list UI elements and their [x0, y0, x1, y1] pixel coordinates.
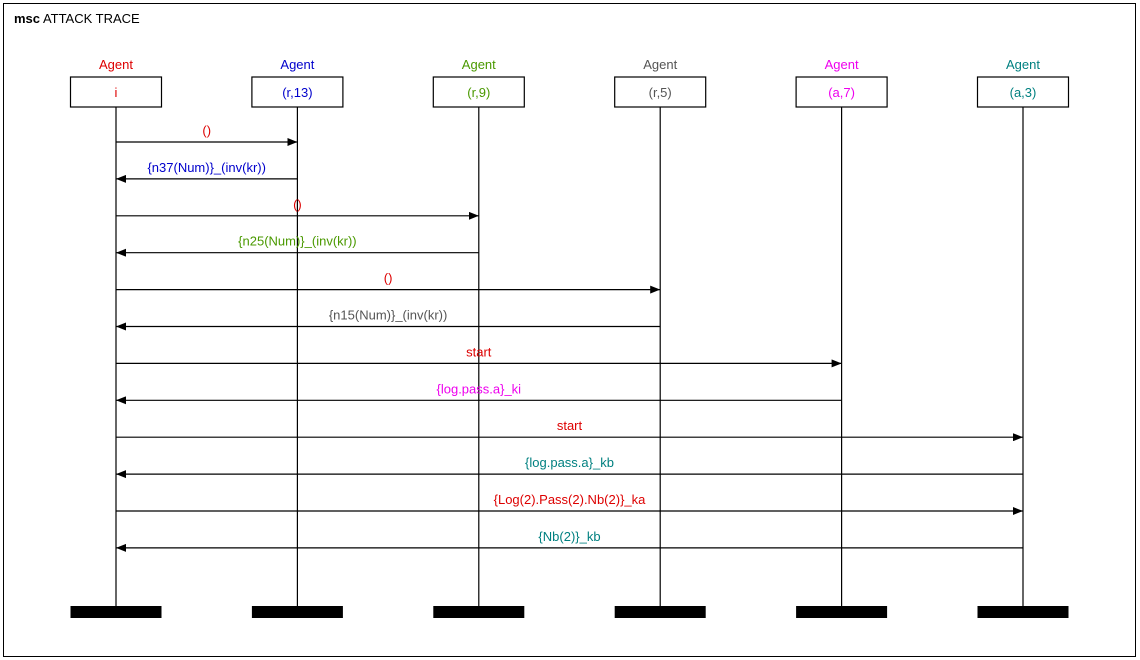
- message-2: {n37(Num)}_(inv(kr)): [116, 160, 298, 183]
- message-label: {n37(Num)}_(inv(kr)): [147, 160, 265, 175]
- message-8: {log.pass.a}_ki: [116, 381, 842, 405]
- lifeline-name: (r,9): [467, 85, 490, 100]
- lifeline-5: Agent (a,3): [976, 57, 1070, 618]
- lifeline-head-box: [432, 76, 525, 108]
- lifeline-end-bar: [796, 606, 888, 618]
- lifeline-2: Agent (r,9): [432, 57, 525, 618]
- lifeline-name: (r,13): [282, 85, 312, 100]
- message-label: (): [293, 197, 302, 212]
- message-label: {n15(Num)}_(inv(kr)): [329, 308, 447, 323]
- lifeline-type-label: Agent: [643, 57, 677, 72]
- lifeline-type-label: Agent: [99, 57, 133, 72]
- lifelines-layer: AgentiAgent(r,13)Agent(r,9)Agent(r,5)Age…: [69, 57, 1070, 618]
- messages-layer: () {n37(Num)}_(inv(kr)) () {n25(Num)}_(inv(…: [116, 123, 1023, 552]
- lifeline-type-label: Agent: [1006, 57, 1040, 72]
- title-name: ATTACK TRACE: [42, 11, 140, 26]
- lifeline-head-box: [614, 76, 707, 108]
- message-1: (): [116, 123, 298, 146]
- lifeline-end-bar: [433, 606, 525, 618]
- lifeline-0: Agent i: [69, 57, 163, 618]
- message-10: {log.pass.a}_kb: [116, 455, 1023, 479]
- message-label: {log.pass.a}_kb: [525, 455, 614, 470]
- message-label: (): [384, 271, 393, 286]
- message-label: start: [557, 418, 583, 433]
- lifeline-name: (a,7): [828, 85, 855, 100]
- message-label: (): [202, 123, 211, 138]
- lifeline-type-label: Agent: [462, 57, 496, 72]
- message-3: (): [116, 197, 479, 220]
- message-6: {n15(Num)}_(inv(kr)): [116, 308, 661, 331]
- diagram-frame: [3, 3, 1136, 657]
- message-label: {Nb(2)}_kb: [538, 529, 600, 544]
- lifeline-end-bar: [70, 606, 162, 618]
- message-5: (): [116, 271, 661, 294]
- lifeline-end-bar: [977, 606, 1069, 618]
- lifeline-type-label: Agent: [825, 57, 859, 72]
- lifeline-name: i: [115, 85, 118, 100]
- title-keyword: msc: [14, 11, 41, 26]
- diagram-title: msc ATTACK TRACE: [14, 11, 140, 26]
- lifeline-head-box: [251, 76, 344, 108]
- message-label: start: [466, 344, 492, 359]
- lifeline-head-box: [976, 76, 1070, 108]
- lifeline-name: (r,5): [649, 85, 672, 100]
- message-label: {n25(Num)}_(inv(kr)): [238, 234, 356, 249]
- lifeline-head-box: [69, 76, 163, 108]
- lifeline-end-bar: [614, 606, 706, 618]
- lifeline-end-bar: [251, 606, 343, 618]
- lifeline-4: Agent (a,7): [795, 57, 888, 618]
- message-11: {Log(2).Pass(2).Nb(2)}_ka: [116, 492, 1023, 515]
- message-label: {log.pass.a}_ki: [437, 381, 522, 396]
- lifeline-1: Agent (r,13): [251, 57, 344, 618]
- message-label: {Log(2).Pass(2).Nb(2)}_ka: [494, 492, 647, 507]
- message-7: start: [116, 344, 842, 368]
- lifeline-type-label: Agent: [280, 57, 314, 72]
- message-4: {n25(Num)}_(inv(kr)): [116, 234, 479, 257]
- lifeline-name: (a,3): [1010, 85, 1037, 100]
- message-9: start: [116, 418, 1023, 442]
- message-12: {Nb(2)}_kb: [116, 529, 1023, 552]
- lifeline-3: Agent (r,5): [614, 57, 707, 618]
